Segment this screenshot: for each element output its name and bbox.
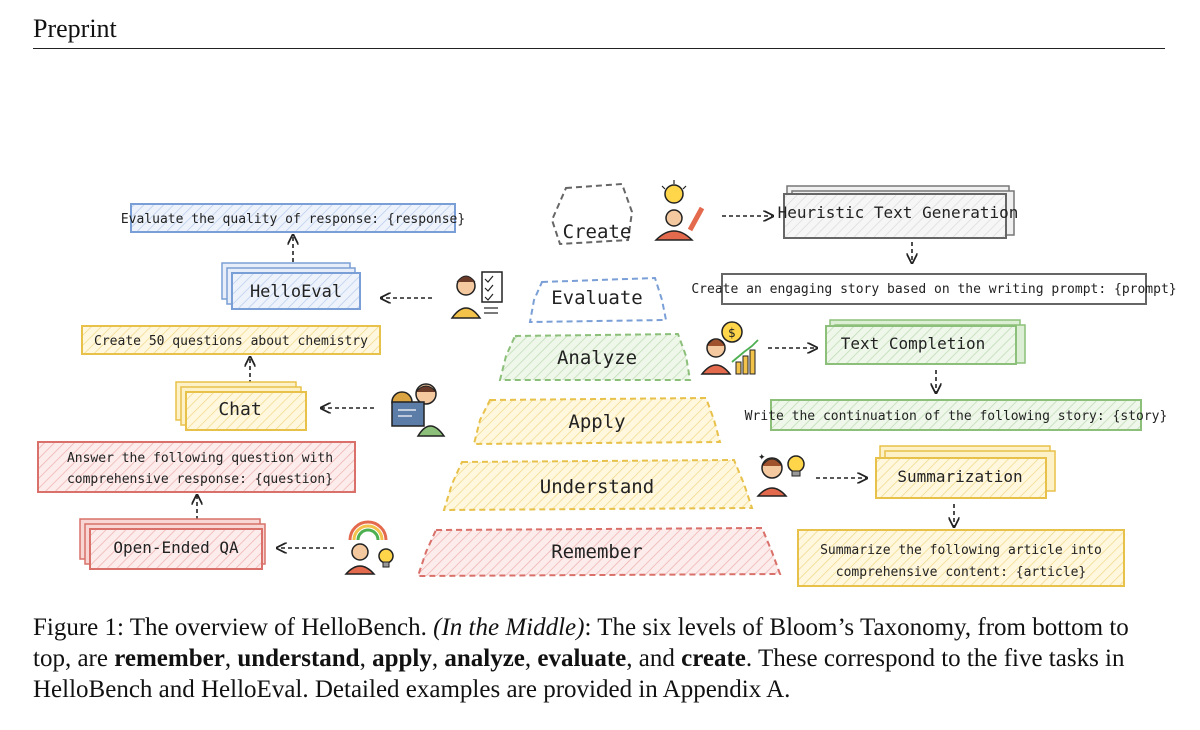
- helloeval-title: HelloEval: [250, 282, 342, 302]
- completion-prompt-box: [770, 399, 1142, 431]
- pyramid-level-analyze: [498, 332, 692, 381]
- pyramid-level-remember: [416, 526, 782, 578]
- caption-bold-create: create: [681, 645, 746, 672]
- chat-task-box: [185, 391, 307, 431]
- summarization-prompt-line2: comprehensive content: {article}: [836, 565, 1086, 580]
- caption-sep: ,: [431, 645, 445, 672]
- caption-prefix: Figure 1: The overview of HelloBench.: [33, 614, 434, 641]
- lightbulb-person-icon: ✦: [756, 453, 805, 497]
- chat-prompt: Create 50 questions about chemistry: [94, 334, 368, 349]
- caption-mid: : The six levels of Bloom’s Taxonomy, fr…: [33, 614, 1129, 672]
- helloeval-prompt-box: [130, 203, 456, 233]
- caption-bold-understand: understand: [237, 645, 360, 672]
- pyramid-label-evaluate: Evaluate: [551, 287, 643, 309]
- svg-text:$: $: [728, 326, 736, 340]
- checklist-person-icon: [450, 271, 503, 319]
- caption-bold-evaluate: evaluate: [537, 645, 627, 672]
- svg-text:✦: ✦: [758, 453, 766, 463]
- creative-person-icon: [344, 520, 394, 575]
- helloeval-task-box: [231, 272, 361, 310]
- caption-bold-remember: remember: [114, 645, 225, 672]
- heuristic-prompt-box: [721, 273, 1147, 305]
- page-header: Preprint: [33, 14, 117, 43]
- pyramid-label-apply: Apply: [568, 411, 625, 433]
- openqa-title: Open-Ended QA: [113, 538, 239, 557]
- pyramid-level-understand: [442, 458, 754, 512]
- caption-sep: ,: [524, 645, 538, 672]
- caption-bold-analyze: analyze: [444, 645, 525, 672]
- caption-rest: . These correspond to the five tasks in …: [33, 645, 1125, 703]
- pyramid-level-apply: [472, 396, 722, 446]
- openqa-prompt-line2: comprehensive response: {question}: [67, 472, 333, 487]
- chat-title: Chat: [218, 399, 261, 420]
- caption-sep: ,: [224, 645, 238, 672]
- heuristic-prompt: Create an engaging story based on the wr…: [691, 282, 1176, 297]
- completion-task-box: [825, 325, 1017, 365]
- summarization-prompt-line1: Summarize the following article into: [820, 543, 1102, 558]
- summarization-task-box: [875, 457, 1047, 499]
- summarization-title: Summarization: [897, 467, 1022, 486]
- pyramid-level-evaluate: [528, 276, 668, 324]
- pyramid-label-understand: Understand: [540, 476, 654, 498]
- idea-person-icon: [654, 180, 705, 241]
- caption-sep: ,: [359, 645, 373, 672]
- pyramid-label-remember: Remember: [551, 541, 643, 563]
- computer-person-icon: [391, 383, 446, 437]
- pyramid-label-create: Create: [563, 221, 632, 243]
- header-rule: [33, 48, 1165, 49]
- summarization-prompt-box: [797, 529, 1125, 587]
- openqa-task-box: [89, 528, 263, 570]
- analytics-person-icon: $: [700, 321, 759, 375]
- bloom-pyramid: Create Evaluate Analyze Apply Understand…: [416, 182, 782, 578]
- heuristic-task-box: [783, 193, 1007, 239]
- caption-italic: (In the Middle): [433, 614, 585, 641]
- helloeval-prompt: Evaluate the quality of response: {respo…: [121, 212, 465, 227]
- completion-title: Text Completion: [841, 334, 986, 353]
- openqa-prompt-line1: Answer the following question with: [67, 451, 333, 466]
- caption-bold-apply: apply: [372, 645, 432, 672]
- pyramid-level-create: [550, 182, 634, 246]
- figure-caption: Figure 1: The overview of HelloBench. (I…: [33, 612, 1173, 705]
- caption-sep: , and: [626, 645, 682, 672]
- completion-prompt: Write the continuation of the following …: [745, 409, 1168, 424]
- pyramid-label-analyze: Analyze: [557, 347, 637, 369]
- overview-figure: Create Evaluate Analyze Apply Understand…: [37, 180, 1177, 587]
- heuristic-title: Heuristic Text Generation: [778, 203, 1019, 222]
- openqa-prompt-box: [37, 441, 356, 493]
- chat-prompt-box: [81, 325, 381, 355]
